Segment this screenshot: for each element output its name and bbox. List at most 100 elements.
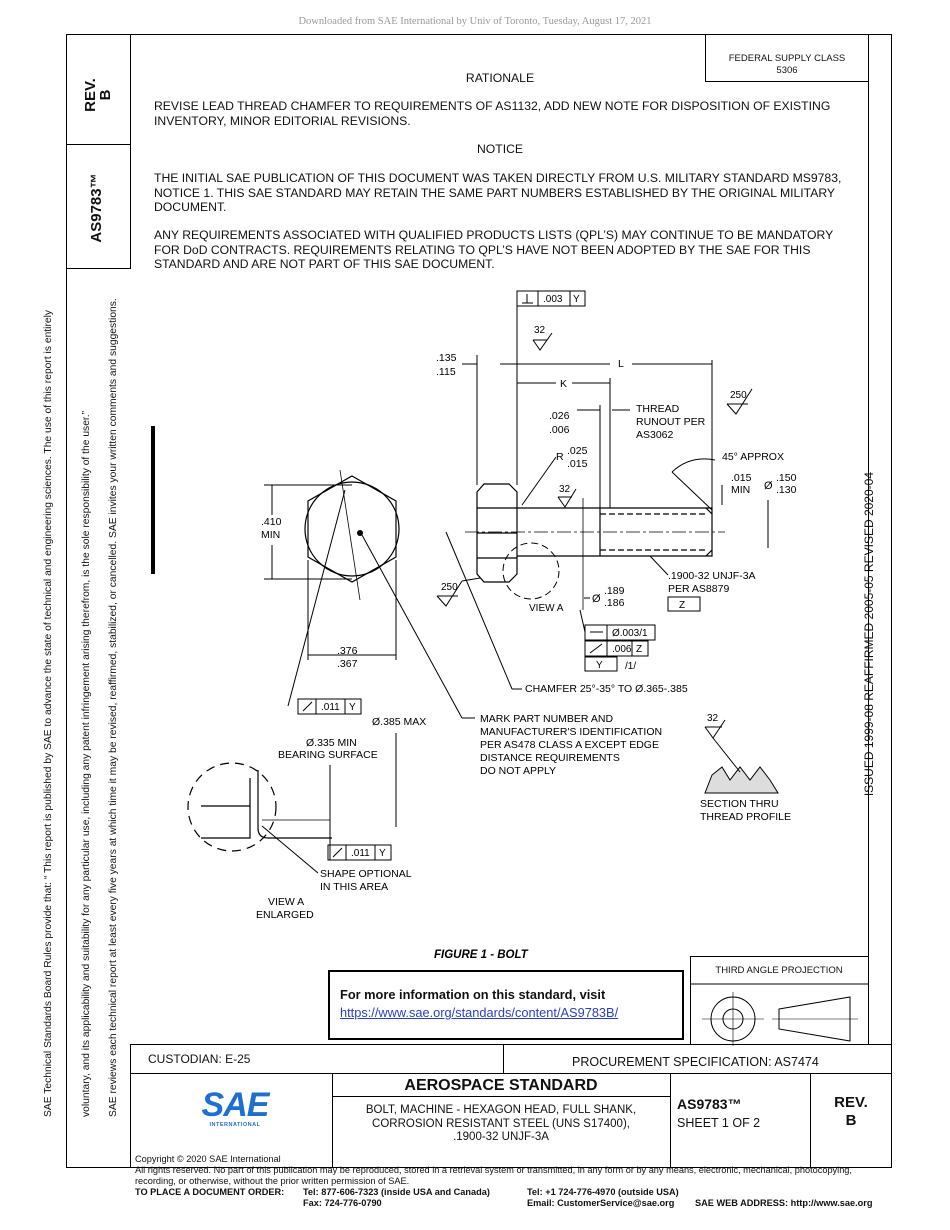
mark-note-5: DO NOT APPLY	[480, 765, 556, 777]
dim-130: .130	[776, 484, 797, 496]
left-divider-2	[66, 268, 130, 270]
info-box-link[interactable]: https://www.sae.org/standards/content/AS…	[340, 1005, 619, 1020]
thread-profile-section	[704, 766, 779, 794]
bearing-1: Ø.335 MIN	[306, 737, 357, 749]
dim-K: K	[560, 378, 567, 390]
rev-divider	[810, 1073, 812, 1168]
title-block-left-rule	[130, 1044, 132, 1168]
dim-150: .150	[776, 472, 797, 484]
view-enlarged-2: ENLARGED	[256, 909, 314, 921]
dim-006: .006	[549, 424, 570, 436]
view-a-enlarged	[187, 762, 332, 852]
shape-optional-1: SHAPE OPTIONAL	[320, 868, 412, 880]
fcf-011-a: .011 Y	[297, 698, 362, 715]
fcf2-value: .006	[612, 644, 632, 655]
mark-note-1: MARK PART NUMBER AND	[480, 713, 613, 725]
fcf3-value: /1/	[625, 661, 636, 672]
title-rev-value: B	[845, 1112, 857, 1129]
logo-divider	[332, 1073, 334, 1168]
mark-note-3: PER AS478 CLASS A EXCEPT EDGE	[480, 739, 659, 751]
dim-376: .376	[337, 645, 358, 657]
dia-sym-150: Ø	[764, 480, 773, 492]
footer: Copyright © 2020 SAE International All r…	[135, 1154, 895, 1186]
fcf-011b-datum: Y	[379, 848, 386, 859]
title-doc-number: AS9783™	[677, 1096, 742, 1112]
rationale-text: REVISE LEAD THREAD CHAMFER TO REQUIREMEN…	[154, 99, 831, 128]
download-note: Downloaded from SAE International by Uni…	[298, 16, 652, 27]
desc-divider	[670, 1073, 672, 1168]
figure-caption: FIGURE 1 - BOLT	[434, 949, 529, 961]
dim-367: .367	[337, 658, 358, 670]
thread-runout-1: THREAD	[636, 403, 680, 415]
thread-spec-1: .1900-32 UNJF-3A	[668, 570, 756, 582]
footer-rights-1: All rights reserved. No part of this pub…	[135, 1164, 852, 1175]
desc-line-2: CORROSION RESISTANT STEEL (UNS S17400),	[372, 1117, 630, 1130]
bearing-2: BEARING SURFACE	[278, 749, 378, 761]
fcf-composite: Ø.003/1 .006 Z Y /1/	[584, 624, 656, 672]
dim-410: .410	[261, 516, 282, 528]
notice-para-1: THE INITIAL SAE PUBLICATION OF THIS DOCU…	[154, 171, 842, 214]
finish-mark-top: 32	[532, 325, 553, 351]
dim-410-min: MIN	[261, 529, 280, 541]
fcf-top-value: .003	[543, 294, 563, 305]
revision-bar	[151, 426, 155, 574]
thread-runout-3: AS3062	[636, 429, 674, 441]
fcf1-value: Ø.003/1	[612, 628, 648, 639]
desc-line-1: BOLT, MACHINE - HEXAGON HEAD, FULL SHANK…	[365, 1104, 637, 1116]
footer-rights-2: recording, or otherwise, without the pri…	[135, 1175, 410, 1186]
view-enlarged-1: VIEW A	[268, 896, 304, 908]
mark-note-2: MANUFACTURER'S IDENTIFICATION	[480, 726, 662, 738]
dim-385-max: Ø.385 MAX	[372, 716, 426, 728]
dim-head-hi: .135	[436, 352, 457, 364]
order-label: TO PLACE A DOCUMENT ORDER:	[135, 1187, 285, 1197]
sae-logo: SAE INTERNATIONAL	[198, 1088, 272, 1128]
title-block-mid-rule	[130, 1073, 892, 1075]
thread-spec-2: PER AS8879	[668, 583, 729, 595]
third-angle-label: THIRD ANGLE PROJECTION	[715, 965, 843, 976]
footer-tel-usa: Tel: 877-606-7323 (inside USA and Canada…	[303, 1187, 490, 1197]
left-column-rule	[130, 34, 132, 269]
fcf2-datum: Z	[636, 644, 642, 655]
fcf-011a-datum: Y	[349, 702, 356, 713]
dia-sym-189: Ø	[592, 593, 601, 605]
federal-supply-class: FEDERAL SUPPLY CLASS 5306	[705, 35, 868, 82]
custodian-divider	[503, 1044, 505, 1074]
view-a-label: VIEW A	[529, 603, 564, 614]
info-box-title: For more information on this standard, v…	[340, 987, 606, 1002]
dim-head-lo: .115	[436, 366, 456, 378]
third-angle-box	[690, 956, 868, 1044]
fcf-top: .003 Y	[516, 290, 586, 307]
custodian: CUSTODIAN: E-25	[148, 1052, 251, 1066]
bolt-side-view	[465, 483, 725, 610]
datum-z: Z	[679, 600, 685, 611]
dim-025: .025	[567, 445, 588, 457]
standard-type: AEROSPACE STANDARD	[404, 1077, 598, 1094]
thread-runout-2: RUNOUT PER	[636, 416, 706, 428]
fcf-011-b: .011 Y	[327, 844, 392, 861]
rationale-heading: RATIONALE	[465, 71, 535, 85]
radius-R: R	[556, 451, 564, 463]
fsc-value: 5306	[776, 65, 798, 76]
chamfer-note: CHAMFER 25°-35° TO Ø.365-.385	[525, 683, 688, 695]
footer-tel-out: Tel: +1 724-776-4970 (outside USA)	[527, 1187, 679, 1197]
info-box: For more information on this standard, v…	[328, 970, 684, 1040]
footer-email[interactable]: Email: CustomerService@sae.org	[527, 1198, 675, 1208]
fcf-011a-value: .011	[321, 702, 340, 713]
sae-logo-sub: INTERNATIONAL	[209, 1122, 261, 1128]
fcf3-datum: Y	[596, 660, 603, 671]
fcf-011b-value: .011	[351, 848, 370, 859]
left-divider-1	[66, 144, 130, 146]
section-1: SECTION THRU	[700, 798, 779, 810]
finish-250-left: 250	[441, 582, 458, 593]
dim-015: .015	[567, 458, 588, 470]
dim-015-min: .015	[731, 472, 752, 484]
footer-fax: Fax: 724-776-0790	[303, 1198, 382, 1208]
drawing-frame	[66, 34, 892, 1168]
footer-web[interactable]: SAE WEB ADDRESS: http://www.sae.org	[695, 1198, 873, 1208]
std-type-rule	[332, 1096, 670, 1098]
fcf-top-datum: Y	[573, 294, 580, 305]
dim-189: .189	[604, 585, 625, 597]
right-strip-rule	[868, 34, 870, 1044]
dim-026: .026	[549, 410, 570, 422]
notice-heading: NOTICE	[476, 142, 524, 156]
